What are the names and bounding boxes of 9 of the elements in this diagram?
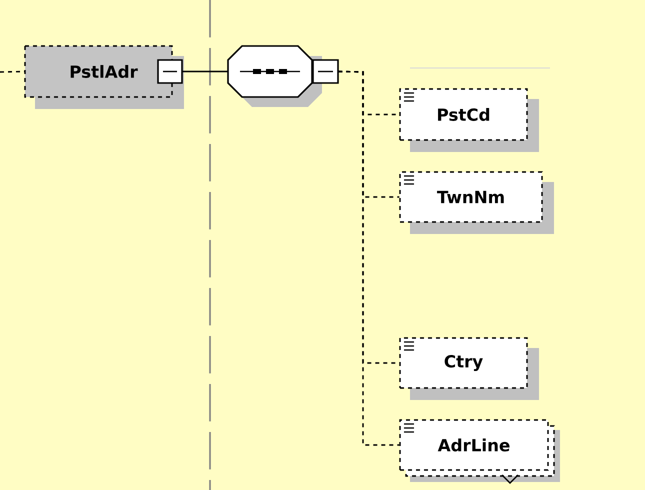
connector (182, 70, 228, 72)
connector (0, 70, 25, 73)
element-box: Ctry (399, 337, 539, 400)
sequence-compositor (227, 45, 339, 107)
connector (338, 70, 400, 446)
element-box: PstlAdr (24, 45, 184, 109)
element-box: AdrLine (399, 419, 560, 484)
element-box: PstCd (399, 88, 539, 152)
element-box: TwnNm (399, 171, 554, 234)
